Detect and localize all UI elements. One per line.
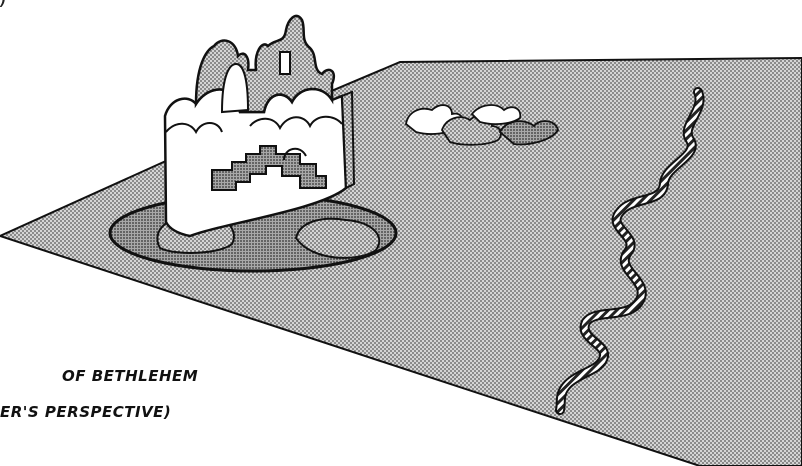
wall-scallops: [165, 115, 343, 135]
wavy-rope-twist: [557, 89, 703, 413]
right-boulder: [294, 217, 381, 259]
caption-subtitle: ER'S PERSPECTIVE): [0, 403, 172, 421]
caption-title: OF BETHLEHEM: [62, 367, 199, 385]
castle-window-arch: [220, 62, 250, 114]
top-caption-fragment: ): [0, 0, 7, 9]
staircase-dome: [283, 147, 307, 161]
castle-window-slit: [279, 51, 291, 75]
hand-shapes: [405, 104, 559, 146]
castle-side: [340, 90, 356, 190]
staircase-relief: [211, 145, 327, 191]
